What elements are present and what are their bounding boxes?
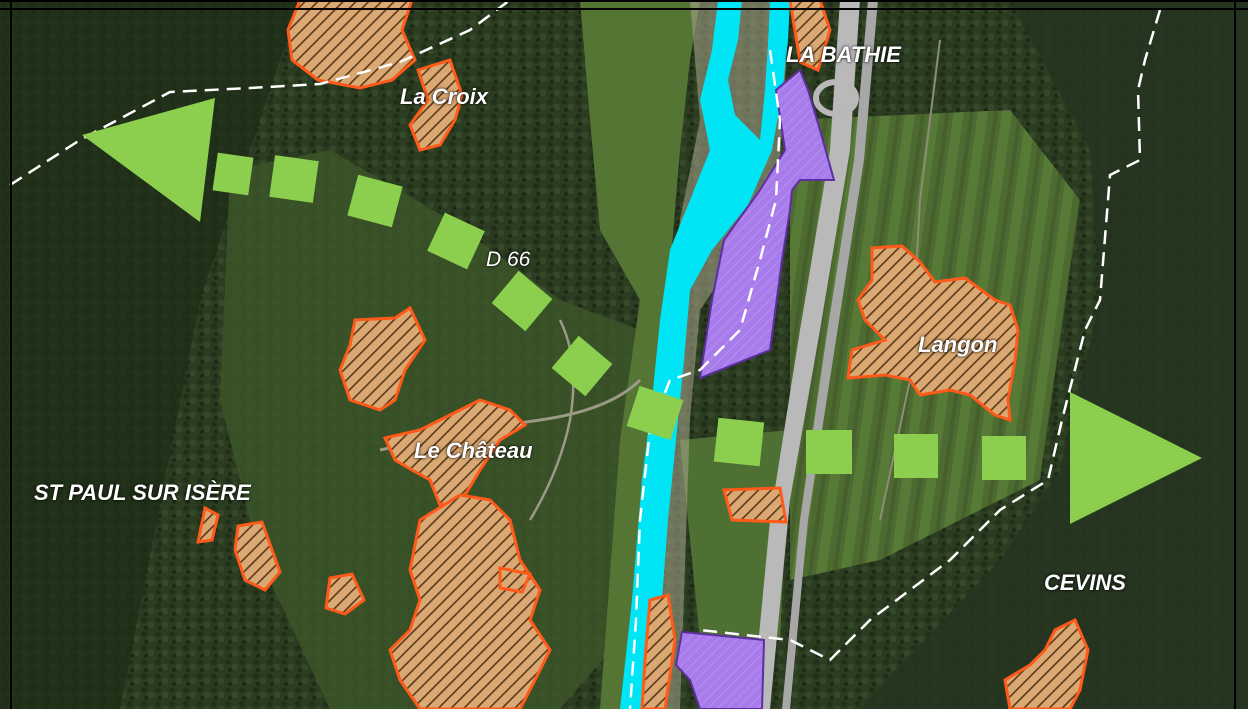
built-area-bathie	[788, 0, 832, 73]
zone-purple-north	[698, 68, 836, 380]
valley-fields	[580, 0, 700, 709]
zone-purple-south	[674, 630, 766, 709]
built-area-la-croix	[408, 58, 464, 152]
frame-border-top	[0, 0, 1248, 2]
left-arrow-head-icon	[82, 98, 215, 222]
label-cevins: CEVINS	[1044, 570, 1126, 595]
built-area-mid	[338, 305, 427, 412]
right-mountain-forest	[860, 0, 1248, 709]
built-area-small-3	[324, 572, 366, 616]
boundary-valley	[628, 49, 782, 709]
green-dashed-arrow-icon	[82, 98, 1202, 524]
built-area-bottom-center	[640, 593, 677, 709]
river	[620, 0, 790, 709]
frame-border-left	[10, 0, 12, 709]
built-areas	[196, 0, 1090, 709]
label-la-croix: La Croix	[400, 84, 489, 109]
built-area-south-large	[388, 493, 552, 709]
local-road-2	[528, 319, 575, 521]
label-st-paul: ST PAUL SUR ISÈRE	[34, 480, 251, 505]
built-area-chateau	[382, 398, 528, 507]
label-road-d66: D 66	[486, 248, 531, 271]
valley-fields-south	[680, 430, 790, 640]
label-la-bathie: LA BATHIE	[786, 42, 901, 67]
frame-border-right	[1234, 0, 1236, 709]
label-le-chateau: Le Château	[414, 438, 533, 463]
built-area-small-1	[196, 505, 220, 544]
motorway-lane	[782, 0, 878, 709]
built-area-small-2	[233, 520, 282, 592]
built-area-cevins	[1003, 617, 1090, 709]
label-langon: Langon	[918, 332, 998, 357]
built-area-langon-south	[722, 486, 788, 524]
right-arrow-head-icon	[1070, 392, 1202, 524]
built-area-langon	[846, 244, 1020, 423]
frame-border-top-inner	[0, 8, 1248, 10]
interchange	[813, 79, 859, 117]
built-area-south-road	[498, 566, 533, 594]
